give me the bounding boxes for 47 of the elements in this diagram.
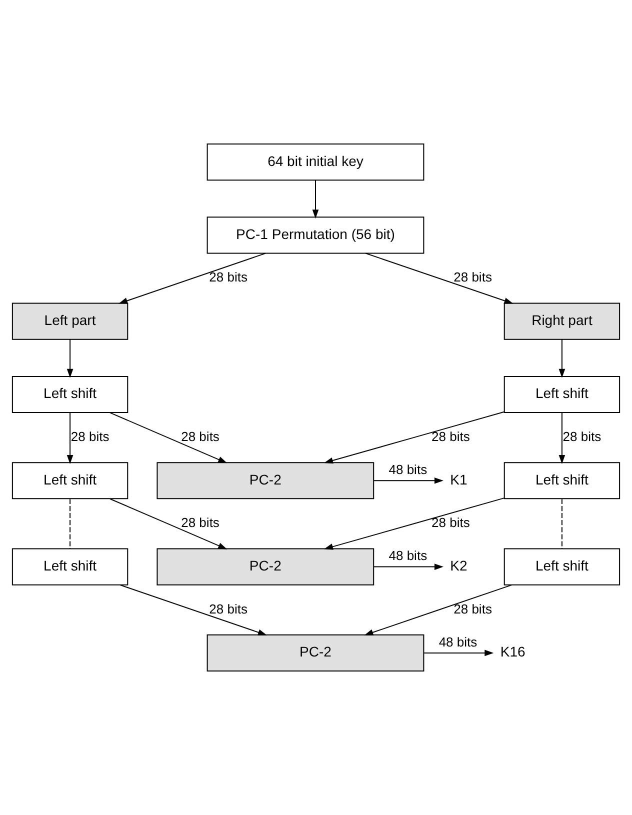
node-box: Left shift — [12, 376, 128, 413]
node-box: Left part — [12, 302, 128, 340]
edge-label: 28 bits — [70, 428, 110, 444]
node-text: K16 — [500, 644, 526, 660]
arrow — [66, 339, 74, 378]
edge-label: 48 bits — [388, 548, 428, 564]
edge-label: 28 bits — [181, 428, 220, 444]
arrow — [324, 411, 505, 464]
edge-label: 28 bits — [209, 601, 248, 616]
node-box: Left shift — [504, 376, 620, 413]
arrow — [66, 412, 74, 464]
node-box: Left shift — [504, 548, 620, 586]
node-box: PC-2 — [156, 548, 374, 586]
arrow — [324, 498, 505, 550]
node-box: Right part — [504, 302, 620, 340]
arrow — [120, 584, 268, 636]
node-box: 64 bit initial key — [206, 144, 424, 181]
node-text: K1 — [450, 471, 468, 488]
node-box: Left shift — [504, 462, 620, 500]
arrow — [423, 650, 494, 656]
node-box: Left shift — [12, 462, 128, 500]
arrow — [373, 477, 444, 484]
arrow — [110, 498, 228, 550]
edge-label: 48 bits — [438, 634, 478, 650]
edge-label: 28 bits — [209, 270, 248, 285]
arrow — [365, 252, 514, 304]
arrow — [312, 180, 319, 219]
edge-label: 28 bits — [432, 515, 470, 530]
node-text: K2 — [450, 558, 468, 574]
edge-label: 28 bits — [432, 428, 470, 444]
edge-label: 28 bits — [454, 601, 492, 616]
arrow — [373, 564, 444, 570]
edge-label: 28 bits — [181, 515, 220, 530]
arrow — [558, 339, 566, 378]
arrow — [118, 252, 266, 304]
edge-label: 28 bits — [454, 270, 492, 285]
edge-label: 28 bits — [562, 428, 602, 444]
connector — [561, 498, 562, 550]
node-box: PC-2 — [206, 634, 424, 672]
arrow — [364, 584, 512, 636]
node-box: PC-1 Permutation (56 bit) — [206, 216, 424, 254]
arrow — [110, 412, 228, 464]
edge-label: 48 bits — [388, 462, 428, 478]
node-box: Left shift — [12, 548, 128, 586]
arrow — [558, 412, 566, 464]
node-box: PC-2 — [156, 462, 374, 500]
connector — [70, 498, 71, 550]
